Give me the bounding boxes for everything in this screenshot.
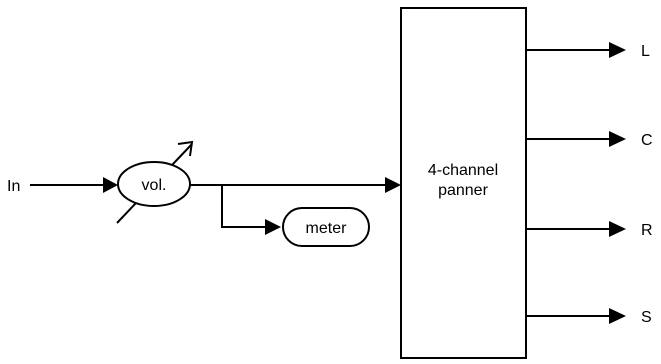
- output-arrowhead: [609, 221, 626, 237]
- meter-branch-line: [222, 185, 272, 227]
- output-arrowhead: [609, 42, 626, 58]
- output-C: C: [526, 131, 653, 149]
- panner-label-line2: panner: [438, 182, 488, 199]
- panner-input-arrowhead: [385, 177, 401, 193]
- output-R: R: [526, 221, 653, 239]
- input-arrowhead: [103, 177, 118, 193]
- output-label: L: [641, 43, 650, 60]
- meter-input-arrowhead: [265, 219, 281, 235]
- output-S: S: [526, 308, 652, 326]
- output-arrowhead: [609, 131, 626, 147]
- volume-label: vol.: [142, 177, 167, 194]
- meter-label: meter: [306, 220, 348, 237]
- volume-variable-arrowhead: [178, 142, 192, 156]
- output-L: L: [526, 42, 650, 60]
- panner-label-line1: 4-channel: [428, 162, 498, 179]
- input-label: In: [7, 178, 20, 195]
- output-arrowhead: [609, 308, 626, 324]
- output-label: R: [641, 222, 653, 239]
- output-label: C: [641, 132, 653, 149]
- output-label: S: [641, 309, 652, 326]
